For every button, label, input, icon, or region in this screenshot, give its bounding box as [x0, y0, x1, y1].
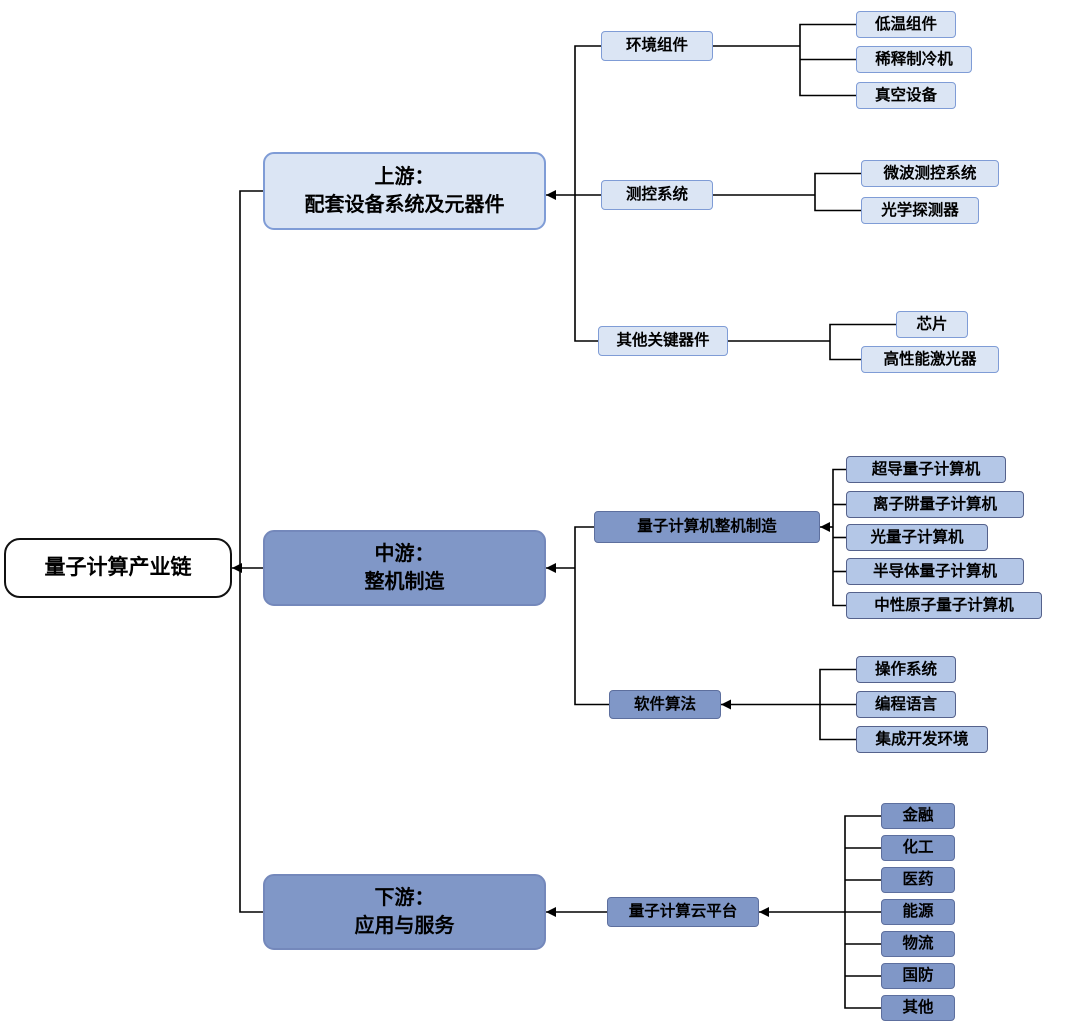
- node-integrated-dev-environment: 集成开发环境: [856, 726, 988, 753]
- node-medicine: 医药: [881, 867, 955, 893]
- node-microwave-control-system: 微波测控系统: [861, 160, 999, 187]
- node-vacuum-equipment: 真空设备: [856, 82, 956, 109]
- node-quantum-computing-industry-chain: 量子计算产业链: [4, 538, 232, 598]
- node-cryogenic-components: 低温组件: [856, 11, 956, 38]
- connector-okc-bracket: [829, 323, 896, 361]
- node-quantum-computer-manufacturing: 量子计算机整机制造: [594, 511, 820, 543]
- node-environment-components: 环境组件: [601, 31, 713, 61]
- node-finance: 金融: [881, 803, 955, 829]
- node-upstream: 上游： 配套设备系统及元器件: [263, 152, 546, 230]
- node-measurement-control-system: 测控系统: [601, 180, 713, 210]
- node-semiconductor-quantum-computer: 半导体量子计算机: [846, 558, 1024, 585]
- node-optical-detector: 光学探测器: [861, 197, 979, 224]
- node-superconducting-quantum-computer: 超导量子计算机: [846, 456, 1006, 483]
- node-high-performance-laser: 高性能激光器: [861, 346, 999, 373]
- node-energy: 能源: [881, 899, 955, 925]
- node-defense: 国防: [881, 963, 955, 989]
- node-chemical: 化工: [881, 835, 955, 861]
- node-other: 其他: [881, 995, 955, 1021]
- connector-midstream-trunk: [574, 526, 609, 706]
- node-logistics: 物流: [881, 931, 955, 957]
- node-ion-trap-quantum-computer: 离子阱量子计算机: [846, 491, 1024, 518]
- node-photonic-quantum-computer: 光量子计算机: [846, 524, 988, 551]
- connector-root-trunk: [239, 190, 263, 913]
- node-software-algorithms: 软件算法: [609, 690, 721, 719]
- node-neutral-atom-quantum-computer: 中性原子量子计算机: [846, 592, 1042, 619]
- node-chip: 芯片: [896, 311, 968, 338]
- node-operating-system: 操作系统: [856, 656, 956, 683]
- node-quantum-cloud-platform: 量子计算云平台: [607, 897, 759, 927]
- node-downstream: 下游： 应用与服务: [263, 874, 546, 950]
- node-midstream: 中游： 整机制造: [263, 530, 546, 606]
- node-dilution-refrigerator: 稀释制冷机: [856, 46, 972, 73]
- node-programming-language: 编程语言: [856, 691, 956, 718]
- connector-upstream-trunk: [574, 45, 601, 342]
- node-other-key-components: 其他关键器件: [598, 326, 728, 356]
- connector-mcs-bracket: [814, 172, 861, 212]
